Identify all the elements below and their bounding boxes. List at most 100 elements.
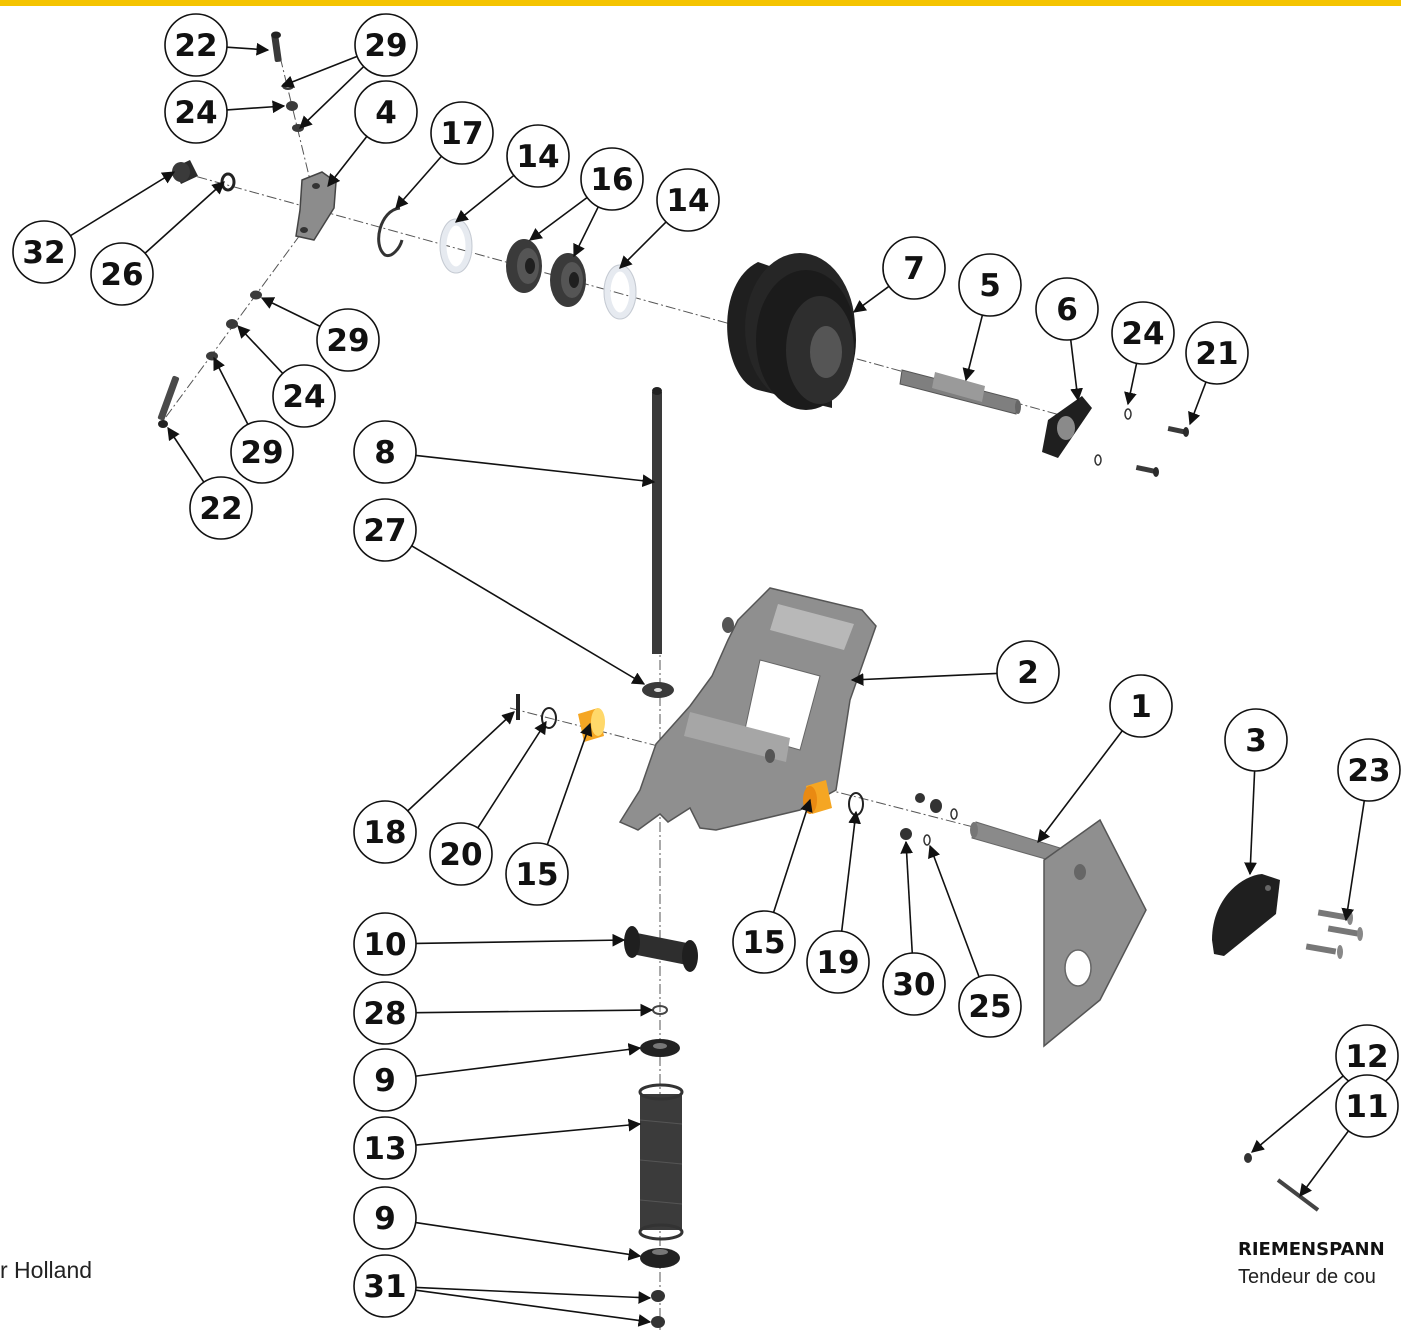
callout-30: 30 bbox=[882, 952, 946, 1016]
leader-arrow-29a-2 bbox=[299, 65, 365, 129]
washer-27 bbox=[642, 682, 674, 698]
bolts-23 bbox=[1305, 909, 1363, 959]
callout-28: 28 bbox=[353, 981, 417, 1045]
callout-22b: 22 bbox=[189, 476, 253, 540]
callout-number: 22 bbox=[174, 28, 217, 64]
bearing-16-left bbox=[506, 239, 542, 293]
bearing-16-right bbox=[550, 253, 586, 307]
leader-arrow-25 bbox=[928, 844, 980, 978]
callout-circle bbox=[12, 220, 76, 284]
leader-arrow-15a bbox=[546, 722, 593, 846]
callout-17: 17 bbox=[430, 101, 494, 165]
callout-circle bbox=[354, 13, 418, 77]
callout-25: 25 bbox=[958, 974, 1022, 1038]
callout-1: 1 bbox=[1109, 674, 1173, 738]
callout-circle bbox=[732, 910, 796, 974]
callout-circle bbox=[430, 101, 494, 165]
callout-24b: 24 bbox=[1111, 301, 1175, 365]
callout-circle bbox=[1337, 738, 1401, 802]
callout-circle bbox=[580, 147, 644, 211]
callout-14a: 14 bbox=[506, 124, 570, 188]
leader-arrow-30 bbox=[900, 840, 914, 954]
callout-circle bbox=[1224, 708, 1288, 772]
callout-number: 20 bbox=[439, 837, 482, 873]
leader-arrow-17 bbox=[395, 155, 443, 209]
bolt-21-upper bbox=[1167, 425, 1189, 437]
callout-circle bbox=[353, 981, 417, 1045]
callout-number: 31 bbox=[363, 1269, 406, 1305]
leader-arrow-9a bbox=[415, 1043, 642, 1077]
frame-2 bbox=[618, 587, 877, 831]
callout-circle bbox=[90, 242, 154, 306]
cover-3 bbox=[1212, 874, 1280, 956]
leader-arrow-5 bbox=[962, 314, 984, 382]
callout-circle bbox=[1111, 301, 1175, 365]
callout-number: 15 bbox=[742, 925, 785, 961]
callout-10: 10 bbox=[353, 912, 417, 976]
cap-32 bbox=[172, 160, 198, 184]
callout-number: 32 bbox=[22, 235, 65, 271]
leader-arrow-1 bbox=[1037, 730, 1123, 844]
callout-number: 2 bbox=[1017, 655, 1039, 691]
leader-arrow-32 bbox=[69, 171, 176, 237]
callout-5: 5 bbox=[958, 253, 1022, 317]
leader-arrow-11 bbox=[1299, 1130, 1350, 1198]
leader-arrow-8 bbox=[415, 454, 656, 488]
callout-circle bbox=[353, 1254, 417, 1318]
callout-number: 9 bbox=[374, 1063, 396, 1099]
callout-circle bbox=[230, 420, 294, 484]
callout-circle bbox=[353, 800, 417, 864]
callout-4: 4 bbox=[354, 80, 418, 144]
callout-circle bbox=[656, 168, 720, 232]
callout-circle bbox=[806, 930, 870, 994]
callout-circle bbox=[1335, 1074, 1399, 1138]
washer-29-lower-2 bbox=[206, 351, 218, 361]
callout-circle bbox=[189, 476, 253, 540]
bolt-21-lower bbox=[1135, 464, 1159, 477]
callout-circle bbox=[353, 1116, 417, 1180]
callout-2: 2 bbox=[996, 640, 1060, 704]
leader-arrow-18 bbox=[407, 711, 515, 812]
nut-24-lower bbox=[226, 319, 238, 329]
circlip-17 bbox=[377, 206, 404, 258]
nuts-upper-stack bbox=[282, 82, 304, 132]
callout-circle bbox=[353, 1186, 417, 1250]
leader-arrow-31-1 bbox=[415, 1286, 652, 1304]
callout-15a: 15 bbox=[505, 842, 569, 906]
callout-29c: 29 bbox=[230, 420, 294, 484]
callout-11: 11 bbox=[1335, 1074, 1399, 1138]
plate-6 bbox=[1042, 396, 1092, 458]
callout-number: 24 bbox=[282, 379, 325, 415]
callout-number: 19 bbox=[816, 945, 859, 981]
nut-30 bbox=[900, 828, 912, 840]
leader-arrow-27 bbox=[411, 545, 646, 685]
callout-number: 5 bbox=[979, 268, 1001, 304]
leader-arrow-6 bbox=[1069, 339, 1083, 402]
callout-number: 15 bbox=[515, 857, 558, 893]
callout-number: 12 bbox=[1345, 1039, 1388, 1075]
leader-arrow-22a bbox=[226, 42, 270, 56]
callout-number: 11 bbox=[1345, 1089, 1388, 1125]
callout-26: 26 bbox=[90, 242, 154, 306]
callout-circle bbox=[996, 640, 1060, 704]
leader-arrow-14b bbox=[619, 221, 667, 269]
callout-number: 1 bbox=[1130, 689, 1152, 725]
callout-9b: 9 bbox=[353, 1186, 417, 1250]
leader-arrow-7 bbox=[852, 285, 890, 313]
leader-arrow-29a-1 bbox=[280, 55, 358, 88]
leader-arrow-22b bbox=[167, 426, 205, 483]
callout-number: 22 bbox=[199, 491, 242, 527]
callout-circle bbox=[429, 822, 493, 886]
leader-arrow-28 bbox=[415, 1003, 654, 1017]
callout-circle bbox=[958, 974, 1022, 1038]
washer-24-right bbox=[1124, 408, 1132, 420]
callout-number: 17 bbox=[440, 116, 483, 152]
callout-24a: 24 bbox=[164, 80, 228, 144]
leader-arrow-16-1 bbox=[528, 196, 588, 241]
washer-25 bbox=[923, 834, 931, 846]
callout-number: 23 bbox=[1347, 753, 1390, 789]
callout-9a: 9 bbox=[353, 1048, 417, 1112]
callout-circle bbox=[164, 13, 228, 77]
callout-number: 3 bbox=[1245, 723, 1267, 759]
